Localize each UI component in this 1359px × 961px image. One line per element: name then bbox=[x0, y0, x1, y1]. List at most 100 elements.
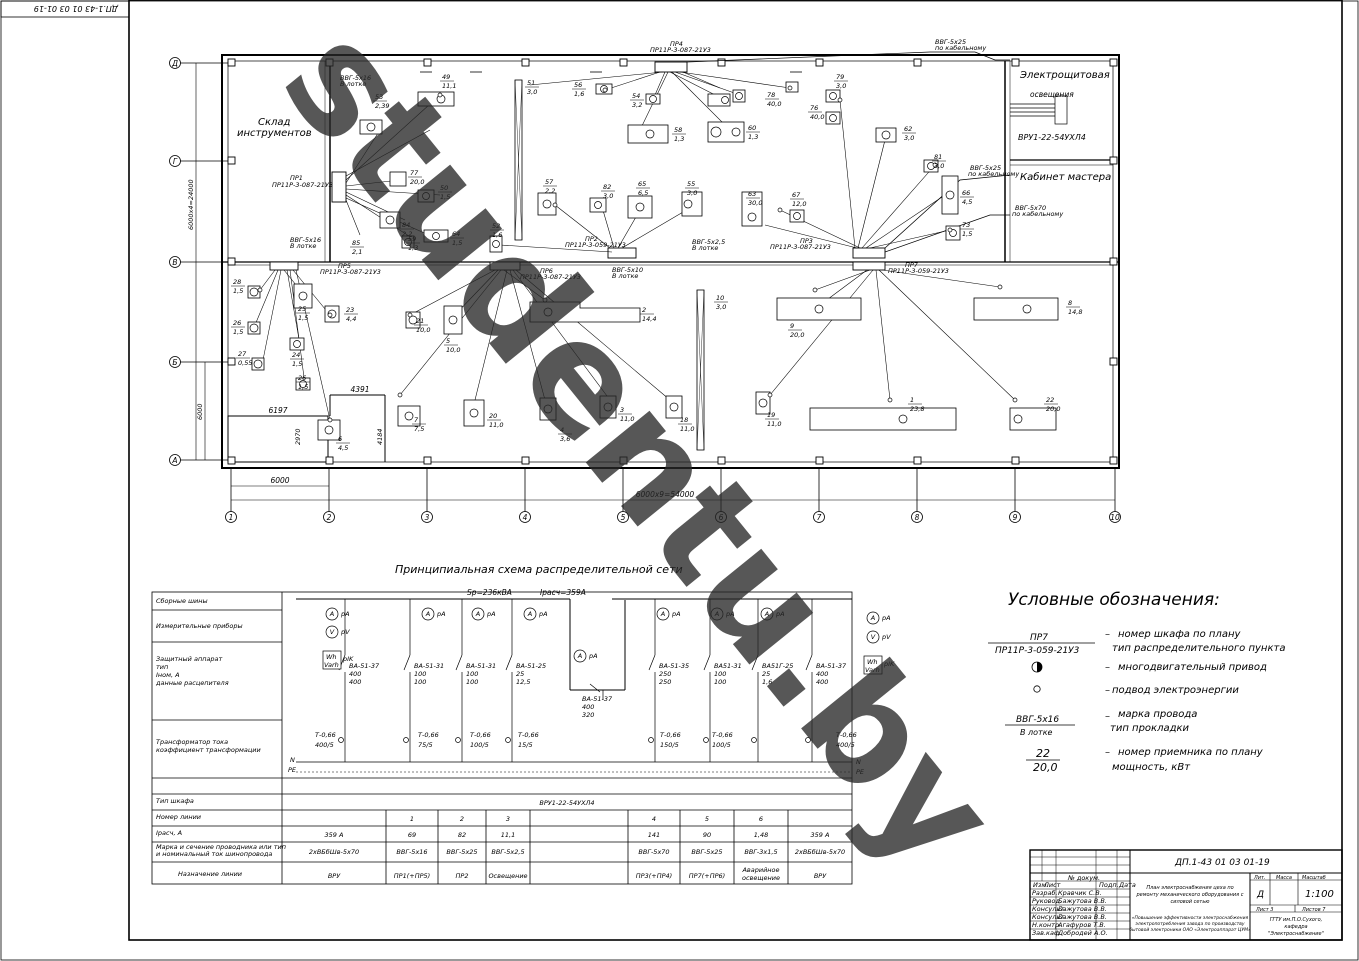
pr7-type: ПР11Р-3-059-21У3 bbox=[888, 267, 949, 275]
current-4: 141 bbox=[648, 831, 660, 839]
receiver-power: 20,0 bbox=[1046, 405, 1060, 413]
feeder-line bbox=[505, 599, 513, 762]
feeder-line bbox=[403, 599, 411, 762]
receiver-number: 19 bbox=[767, 411, 775, 419]
legend-pr-desc-2: тип распределительного пункта bbox=[1112, 643, 1285, 654]
receiver-number: 64 bbox=[452, 230, 460, 238]
receiver-number: 65 bbox=[638, 180, 646, 188]
svg-text:V: V bbox=[330, 628, 335, 636]
meters bbox=[322, 607, 883, 675]
receiver-number: 5 bbox=[446, 337, 450, 345]
legend-supply-symbol bbox=[1033, 685, 1041, 693]
receiver-number: 3 bbox=[620, 406, 624, 414]
receiver-power: 11,0 bbox=[767, 420, 781, 428]
cable-trays bbox=[514, 79, 705, 451]
receiver-power: 1,6 bbox=[492, 231, 502, 239]
cable-c1-mark: ВВГ-5х16 bbox=[340, 74, 371, 82]
axis-a: А bbox=[171, 456, 177, 465]
bus-pe-right: PE bbox=[856, 768, 865, 776]
dim-left-6000: 6000 bbox=[270, 476, 289, 485]
dim-4391: 4391 bbox=[350, 385, 369, 394]
pik-label-1: pIK bbox=[342, 655, 354, 663]
ct-ratio: 400/5 bbox=[315, 741, 334, 749]
ct-type: Т-0,66 bbox=[836, 731, 857, 739]
line-num-2: 2 bbox=[460, 815, 464, 823]
dim-4184: 4184 bbox=[376, 428, 384, 445]
axis-6: 6 bbox=[719, 513, 724, 522]
receiver-number: 63 bbox=[748, 190, 756, 198]
tb-role-5: Зав.каф. bbox=[1032, 929, 1062, 937]
axis-1: 1 bbox=[229, 513, 234, 522]
receiver-number: 52 bbox=[492, 222, 500, 230]
row-label-line-num: Номер линии bbox=[156, 813, 201, 821]
receiver-number: 76 bbox=[810, 104, 818, 112]
dim-bay: 6000 bbox=[196, 403, 204, 420]
varh-label-1: Varh bbox=[324, 661, 339, 669]
receiver-power: 10,0 bbox=[446, 346, 460, 354]
axis-b: Б bbox=[172, 358, 177, 367]
current-6: 1,48 bbox=[754, 831, 768, 839]
legend-recv-power: 20,0 bbox=[1033, 761, 1058, 774]
legend: Условные обозначения: ПР7 ПР11Р-3-059-21… bbox=[988, 590, 1285, 774]
purpose-6-line2: освещение bbox=[742, 874, 780, 882]
svg-text:A: A bbox=[870, 614, 875, 622]
tb-role-2: Консульт. bbox=[1032, 905, 1066, 913]
receiver-number: 6 bbox=[338, 435, 342, 443]
receiver-number: 57 bbox=[545, 178, 554, 186]
tb-role-0: Разраб. bbox=[1032, 889, 1058, 897]
receiver-power: 1,3 bbox=[748, 133, 758, 141]
legend-pr-desc-1: номер шкафа по плану bbox=[1118, 629, 1241, 640]
cable-c5-lay: по кабельному bbox=[1012, 210, 1063, 218]
cable-c2-mark: ВВГ-5х10 bbox=[612, 266, 643, 274]
ct-ratio: 100/5 bbox=[470, 741, 489, 749]
receiver-power: 2,2 bbox=[545, 187, 555, 195]
receiver-power: 3,0 bbox=[603, 192, 613, 200]
ct-symbol bbox=[805, 737, 811, 743]
receiver-number: 7 bbox=[414, 416, 419, 424]
stamp-code: ДП.1-43 01 03 01-19 bbox=[34, 4, 119, 13]
breaker-label: 400 bbox=[816, 678, 828, 686]
row-label-ct-1: Трансформатор тока bbox=[156, 738, 228, 746]
ct-ratio: 150/5 bbox=[660, 741, 679, 749]
receiver-number: 84 bbox=[402, 221, 410, 229]
incomer-breaker bbox=[570, 683, 625, 693]
receiver-number: 8 bbox=[1068, 299, 1072, 307]
breaker-label: 400 bbox=[816, 670, 828, 678]
receiver-number: 79 bbox=[836, 73, 844, 81]
receiver-power: 3,0 bbox=[527, 88, 537, 96]
tb-role-1: Руковод. bbox=[1032, 897, 1062, 905]
breaker-label: ВА-51-35 bbox=[659, 662, 689, 670]
receiver-power: 1,5 bbox=[962, 230, 972, 238]
receiver-number: 9 bbox=[790, 322, 794, 330]
cabinet-type: ВРУ1-22-54УХЛ4 bbox=[539, 799, 594, 807]
receiver-number: 53 bbox=[375, 93, 383, 101]
cable-c1b-lay: В лотке bbox=[290, 242, 316, 250]
breaker-label: ВА-51-37 bbox=[582, 695, 613, 703]
breaker-labels: ВА-51-37400400ВА-51-31100100ВА-51-311001… bbox=[315, 662, 857, 749]
ct-symbol bbox=[338, 737, 344, 743]
legend-pr-num: ПР7 bbox=[1030, 633, 1048, 643]
tb-name-0: Кравчик С.В. bbox=[1058, 889, 1102, 897]
axis-4: 4 bbox=[523, 513, 528, 522]
cable-0: 2хВБбШв-5х70 bbox=[309, 848, 359, 856]
receiver-power: 1,5 bbox=[298, 314, 308, 322]
current-1: 69 bbox=[408, 831, 416, 839]
cable-6: ВВГ-3х1,5 bbox=[744, 848, 777, 856]
current-3: 11,1 bbox=[501, 831, 515, 839]
receiver-number: 26 bbox=[233, 319, 241, 327]
legend-pr-type: ПР11Р-3-059-21У3 bbox=[995, 646, 1080, 656]
pr4-type: ПР11Р-3-087-21У3 bbox=[650, 46, 711, 54]
line-num-5: 5 bbox=[705, 815, 709, 823]
top-stamp: ДП.1-43 01 03 01-19 bbox=[0, 0, 130, 18]
ct-symbol bbox=[403, 737, 409, 743]
pr4-label: ПР4 bbox=[670, 40, 683, 48]
svg-text:A: A bbox=[660, 610, 665, 618]
wh-label-2: Wh bbox=[867, 658, 878, 666]
cable-3: ВВГ-5х2,5 bbox=[491, 848, 524, 856]
ct-type: Т-0,66 bbox=[660, 731, 681, 739]
feeder-lines bbox=[686, 51, 1011, 253]
tb-scale: 1:100 bbox=[1305, 889, 1334, 900]
row-label-cabinet: Тип шкафа bbox=[156, 797, 194, 805]
receiver-power: 14,8 bbox=[1068, 308, 1082, 316]
